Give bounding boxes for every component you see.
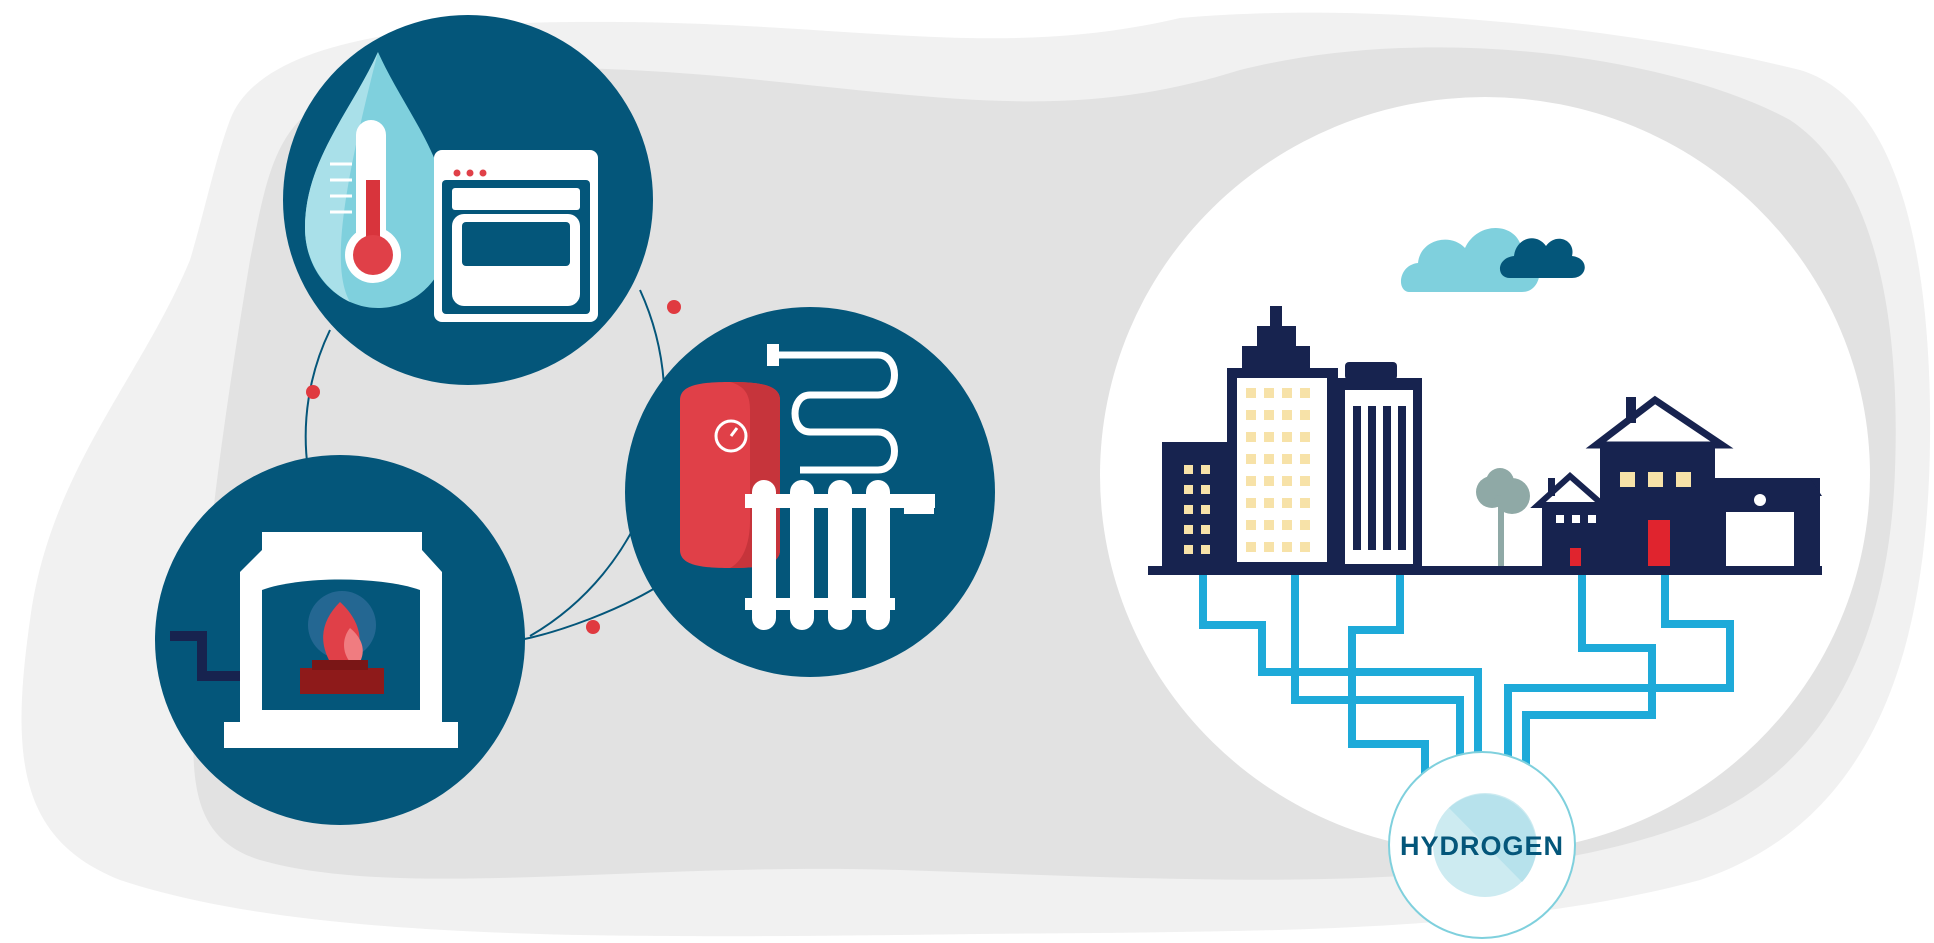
hydrogen-label: HYDROGEN — [1400, 831, 1564, 861]
fireplace-logs — [300, 668, 384, 694]
appliance-circle-oven — [283, 15, 653, 385]
connector-dot — [586, 620, 600, 634]
fireplace-icon — [224, 532, 458, 748]
gas-inlet-pipe-icon — [170, 631, 240, 681]
ground-line — [1148, 566, 1822, 575]
oven-icon — [434, 150, 598, 322]
appliance-circle-fireplace — [155, 455, 525, 825]
houses-icon — [1530, 395, 1822, 570]
city-circle — [1100, 97, 1870, 853]
connector-dot — [667, 300, 681, 314]
towel-rail-icon — [767, 344, 898, 474]
connector-dot — [306, 385, 320, 399]
water-drop-thermometer-icon — [305, 52, 450, 308]
radiator-icon — [745, 480, 935, 630]
tree-icon — [1476, 468, 1530, 570]
appliance-circle-boiler — [625, 307, 995, 677]
city-buildings-icon — [1162, 306, 1422, 570]
cloud-icon — [1400, 227, 1585, 292]
gas-pipes-icon — [1199, 575, 1734, 775]
hydrogen-badge: HYDROGEN — [1388, 751, 1576, 939]
